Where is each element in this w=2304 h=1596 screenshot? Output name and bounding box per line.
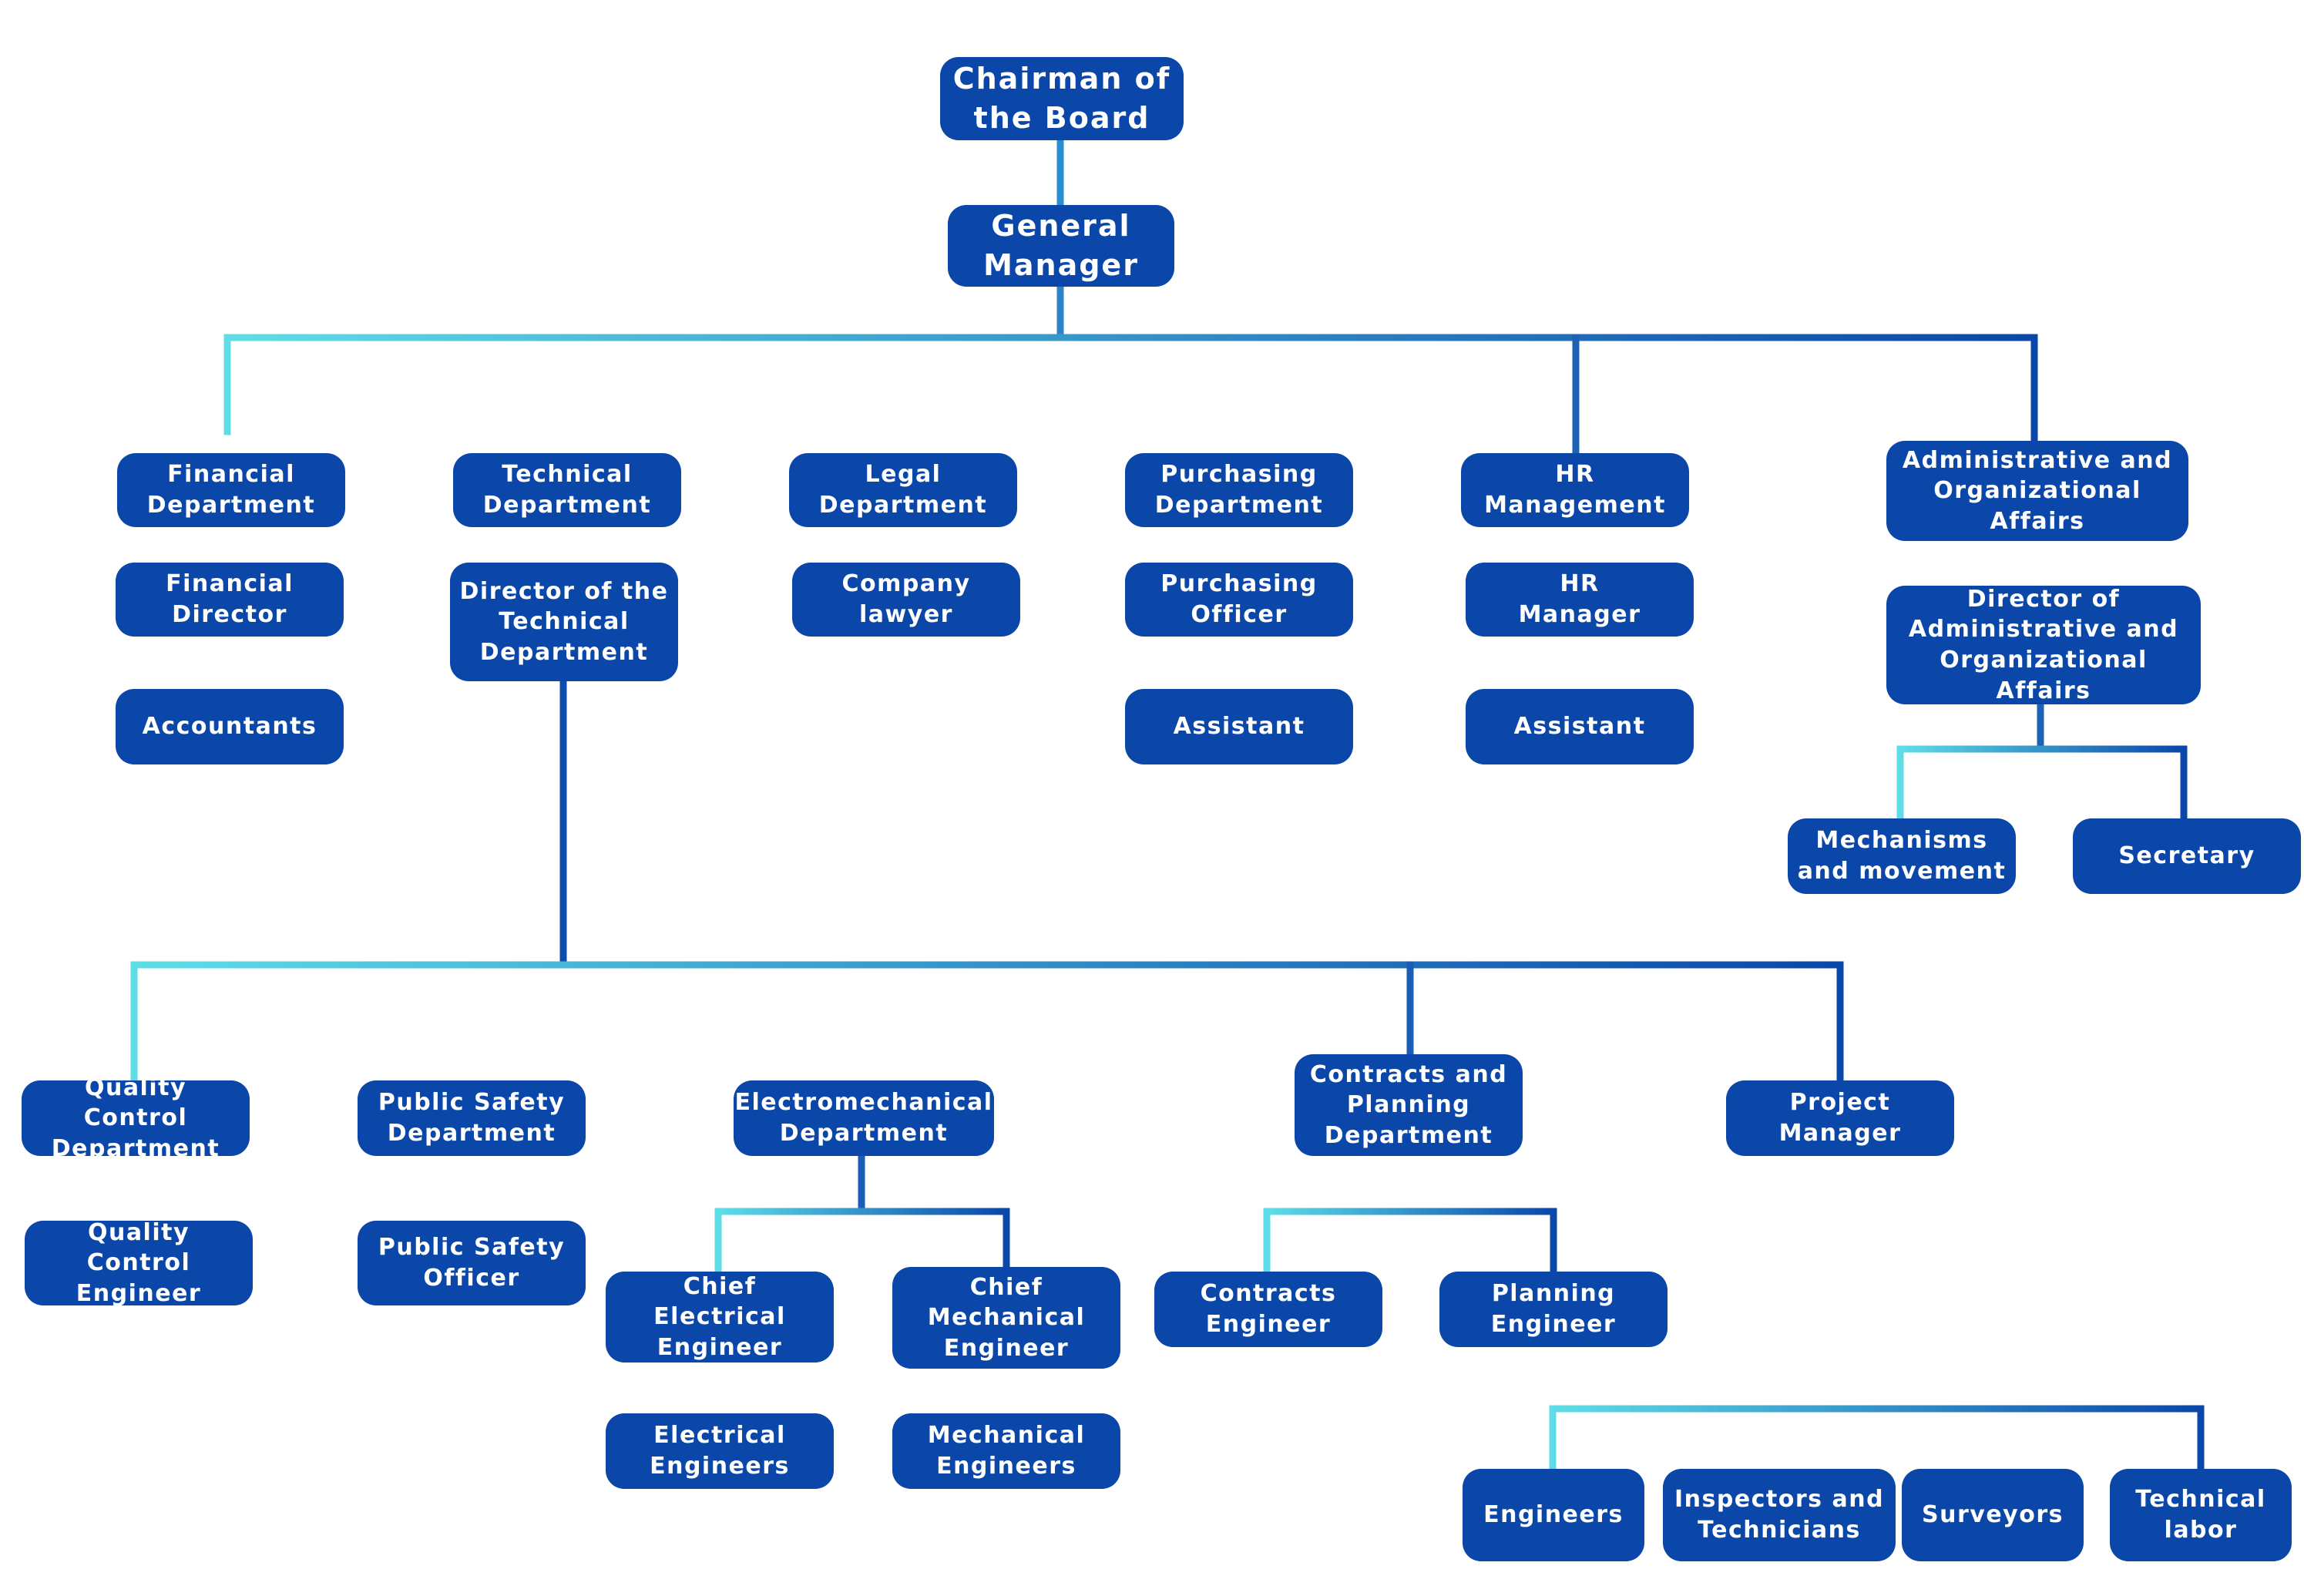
electrical-engineers-box[interactable]: Electrical Engineers (606, 1413, 834, 1489)
quality-control-engineer-box[interactable]: Quality Control Engineer (25, 1219, 253, 1307)
contracts-engineer-box[interactable]: Contracts Engineer (1154, 1272, 1382, 1347)
connector (223, 334, 2038, 447)
public-safety-officer-box[interactable]: Public Safety Officer (358, 1221, 586, 1305)
admin-affairs-box[interactable]: Administrative and Organizational Affair… (1886, 441, 2188, 541)
secretary-box[interactable]: Secretary (2073, 818, 2301, 894)
connector (130, 961, 1844, 1084)
chief-electrical-engineer-box[interactable]: Chief Electrical Engineer (606, 1272, 834, 1362)
planning-engineer-box[interactable]: Planning Engineer (1439, 1272, 1668, 1347)
purchasing-department-box[interactable]: Purchasing Department (1125, 453, 1353, 527)
hr-manager-box[interactable]: HR Manager (1466, 563, 1694, 637)
technical-department-box[interactable]: Technical Department (453, 453, 681, 527)
connector (714, 1208, 1010, 1277)
chief-mechanical-engineer-box[interactable]: Chief Mechanical Engineer (892, 1267, 1120, 1369)
contracts-planning-department-box[interactable]: Contracts and Planning Department (1295, 1054, 1523, 1156)
mechanisms-movement-box[interactable]: Mechanisms and movement (1788, 818, 2016, 894)
purchasing-officer-box[interactable]: Purchasing Officer (1125, 563, 1353, 637)
project-manager-box[interactable]: Project Manager (1726, 1080, 1954, 1156)
surveyors-box[interactable]: Surveyors (1902, 1469, 2084, 1561)
financial-department-box[interactable]: Financial Department (117, 453, 345, 527)
electromechanical-department-box[interactable]: Electromechanical Department (734, 1080, 994, 1156)
connector (1896, 745, 2188, 824)
accountants-box[interactable]: Accountants (116, 689, 344, 764)
company-lawyer-box[interactable]: Company lawyer (792, 563, 1020, 637)
engineers-box[interactable]: Engineers (1463, 1469, 1644, 1561)
legal-department-box[interactable]: Legal Department (789, 453, 1017, 527)
connector (1263, 1208, 1557, 1277)
hr-assistant-box[interactable]: Assistant (1466, 689, 1694, 764)
hr-management-box[interactable]: HR Management (1461, 453, 1689, 527)
purchasing-assistant-box[interactable]: Assistant (1125, 689, 1353, 764)
public-safety-department-box[interactable]: Public Safety Department (358, 1080, 586, 1156)
quality-control-department-box[interactable]: Quality Control Department (22, 1074, 250, 1162)
mechanical-engineers-box[interactable]: Mechanical Engineers (892, 1413, 1120, 1489)
director-technical-box[interactable]: Director of the Technical Department (450, 563, 678, 681)
technical-labor-box[interactable]: Technical labor (2110, 1469, 2292, 1561)
general-manager-box[interactable]: General Manager (948, 205, 1174, 287)
inspectors-technicians-box[interactable]: Inspectors and Technicians (1663, 1469, 1896, 1561)
connector (1549, 1405, 2205, 1476)
chairman-box[interactable]: Chairman of the Board (940, 57, 1184, 140)
financial-director-box[interactable]: Financial Director (116, 563, 344, 637)
director-admin-box[interactable]: Director of Administrative and Organizat… (1886, 586, 2201, 704)
